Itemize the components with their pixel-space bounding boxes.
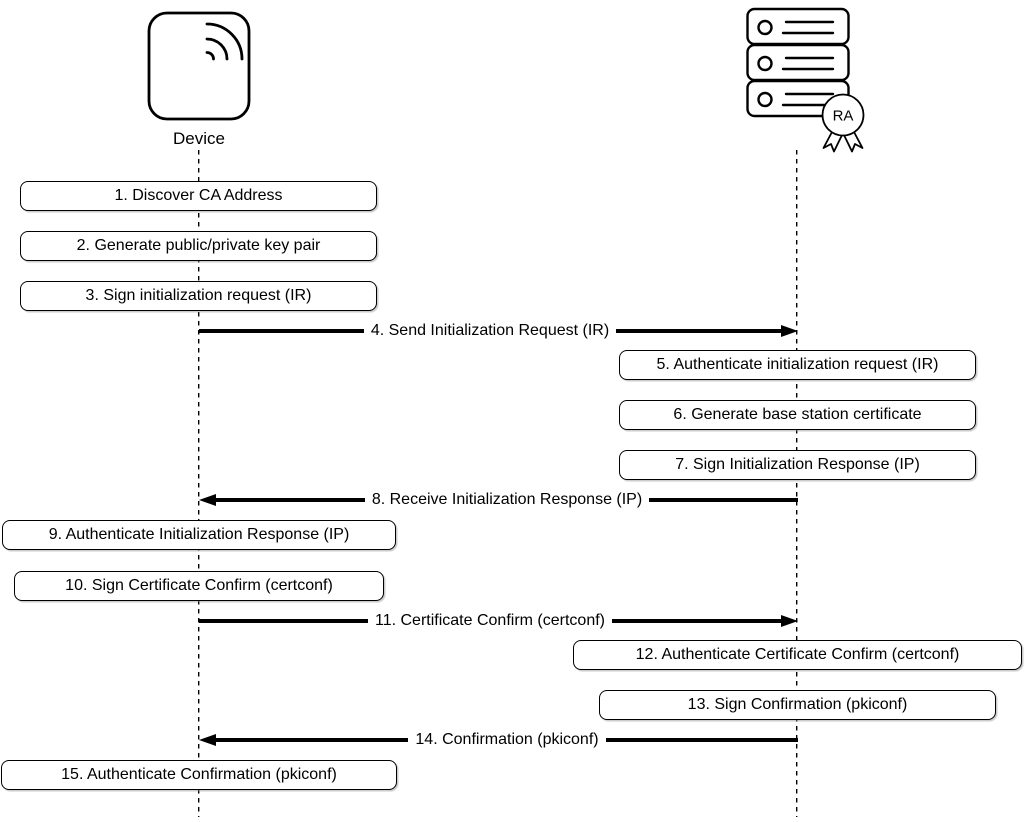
- badge-circle: [821, 93, 865, 137]
- step-box-3: 3. Sign initialization request (IR): [20, 281, 377, 311]
- step-box-2: 2. Generate public/private key pair: [20, 231, 377, 261]
- message-label-8: 8. Receive Initialization Response (IP): [364, 491, 650, 509]
- ra-certificate-badge: RA: [821, 93, 865, 153]
- step-box-1: 1. Discover CA Address: [20, 181, 377, 211]
- arrow-line: [216, 498, 365, 502]
- arrow-line: [605, 738, 798, 742]
- server-rack-icon: RA: [746, 7, 865, 153]
- wifi-arc-inner: [205, 51, 215, 61]
- arrow-line: [612, 619, 781, 623]
- wifi-arc-outer: [205, 22, 244, 61]
- step-box-7: 7. Sign Initialization Response (IP): [619, 450, 976, 480]
- message-arrow-4: 4. Send Initialization Request (IR): [199, 322, 798, 340]
- step-box-5: 5. Authenticate initialization request (…: [619, 350, 976, 380]
- step-box-15: 15. Authenticate Confirmation (pkiconf): [1, 760, 397, 790]
- arrow-line: [216, 738, 409, 742]
- arrowhead-left-icon: [199, 734, 216, 746]
- server-led: [757, 55, 773, 72]
- arrowhead-left-icon: [199, 494, 216, 506]
- step-box-9: 9. Authenticate Initialization Response …: [2, 520, 396, 550]
- arrow-line: [649, 498, 799, 502]
- server-unit: [746, 7, 850, 46]
- step-box-12: 12. Authenticate Certificate Confirm (ce…: [573, 640, 1022, 670]
- arrow-line: [616, 329, 781, 333]
- arrow-line: [199, 619, 368, 623]
- ra-actor-label: RA: [833, 108, 854, 125]
- wireless-device-icon: [147, 11, 251, 121]
- message-label-4: 4. Send Initialization Request (IR): [363, 322, 617, 340]
- message-label-14: 14. Confirmation (pkiconf): [408, 731, 606, 749]
- step-box-13: 13. Sign Confirmation (pkiconf): [599, 690, 996, 720]
- message-arrow-8: 8. Receive Initialization Response (IP): [199, 491, 799, 509]
- arrowhead-right-icon: [781, 615, 798, 627]
- server-led: [757, 19, 773, 36]
- server-unit: [746, 43, 850, 82]
- device-actor-label: Device: [173, 129, 225, 148]
- wifi-arc-middle: [205, 37, 229, 61]
- message-label-11: 11. Certificate Confirm (certconf): [368, 612, 612, 630]
- message-arrow-11: 11. Certificate Confirm (certconf): [199, 612, 798, 630]
- arrowhead-right-icon: [781, 325, 798, 337]
- server-led: [757, 91, 773, 108]
- arrow-line: [199, 329, 364, 333]
- message-arrow-14: 14. Confirmation (pkiconf): [199, 731, 798, 749]
- step-box-6: 6. Generate base station certificate: [619, 400, 976, 430]
- step-box-10: 10. Sign Certificate Confirm (certconf): [14, 571, 384, 601]
